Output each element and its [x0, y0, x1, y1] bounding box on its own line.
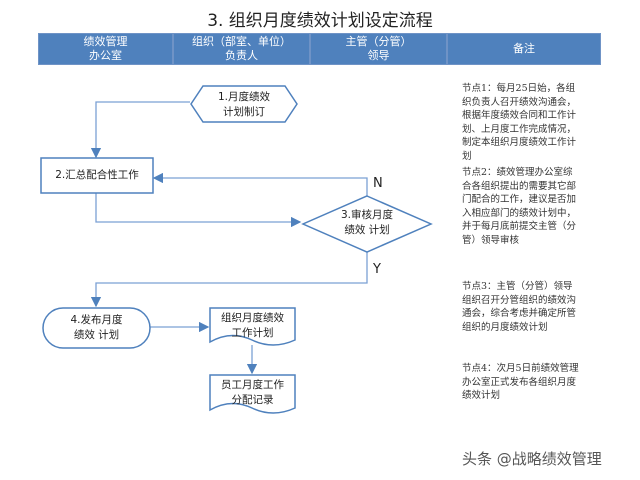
watermark: 头条 @战略绩效管理 [462, 450, 602, 468]
node-2-label: 2.汇总配合性工作 [41, 168, 153, 183]
header-col-remarks-line1: 备注 [513, 42, 535, 55]
node-3-label: 3.审核月度 绩效 计划 [320, 208, 414, 238]
header-col-office-line1: 绩效管理 [83, 35, 128, 48]
node-4-line1: 4.发布月度 [70, 314, 123, 326]
node-3-line1: 3.审核月度 [340, 209, 394, 221]
node-1-hexagon [190, 85, 298, 123]
header-col-org-head: 组织（部室、单位）负责人 [173, 33, 310, 65]
doc1-shape [209, 307, 296, 346]
node-2-rect [40, 157, 154, 194]
header-col-org-head-line1: 组织（部室、单位） [192, 35, 291, 48]
node-1-label: 1.月度绩效 计划制订 [196, 90, 292, 120]
node-4-terminal [42, 307, 151, 349]
note-4: 节点4：次月5日前绩效管理办公室正式发布各组织月度绩效计划 [462, 363, 579, 401]
node-2-line1: 2.汇总配合性工作 [55, 169, 139, 181]
header-col-remarks: 备注 [447, 33, 601, 65]
doc2-line2: 分配记录 [231, 394, 274, 406]
doc1-line2: 工作计划 [231, 327, 274, 339]
header-col-org-head-line2: 负责人 [225, 49, 258, 62]
header-col-leader: 主管（分管）领导 [310, 33, 447, 65]
doc1-label: 组织月度绩效 工作计划 [210, 311, 295, 341]
note-1: 节点1：每月25日始，各组织负责人召开绩效沟通会，根据年度绩效合同和工作计划、上… [462, 83, 577, 162]
edge-n2-n3 [95, 193, 302, 228]
doc2-line1: 员工月度工作 [221, 379, 284, 391]
doc2-label: 员工月度工作 分配记录 [210, 378, 295, 408]
edge-n3-n4-yes [90, 252, 368, 308]
label-no: N [373, 176, 383, 191]
node-3-diamond [301, 195, 433, 253]
header-col-leader-line1: 主管（分管） [345, 35, 412, 48]
header-col-leader-line2: 领导 [367, 49, 390, 62]
edge-n1-n2 [90, 101, 190, 159]
node-4-label: 4.发布月度 绩效 计划 [43, 313, 150, 343]
note-3: 节点3：主管（分管）领导组织召开分管组织的绩效沟通会，综合考虑并确定所管组织的月… [462, 281, 577, 333]
node-4-line2: 绩效 计划 [73, 329, 120, 341]
label-yes: Y [373, 262, 381, 277]
header-col-office-line2: 办公室 [89, 49, 122, 62]
edge-n3-n2-no [152, 172, 368, 196]
node-1-line1: 1.月度绩效 [217, 91, 271, 103]
node-3-line2: 绩效 计划 [344, 224, 390, 236]
header-col-office: 绩效管理办公室 [38, 33, 173, 65]
page-title: 3. 组织月度绩效计划设定流程 [207, 11, 433, 31]
note-2: 节点2：绩效管理办公室综合各组织提出的需要其它部门配合的工作，建议是否加入相应部… [462, 167, 577, 246]
doc2-shape [209, 374, 296, 414]
node-1-line2: 计划制订 [223, 106, 265, 118]
doc1-line1: 组织月度绩效 [221, 312, 284, 324]
